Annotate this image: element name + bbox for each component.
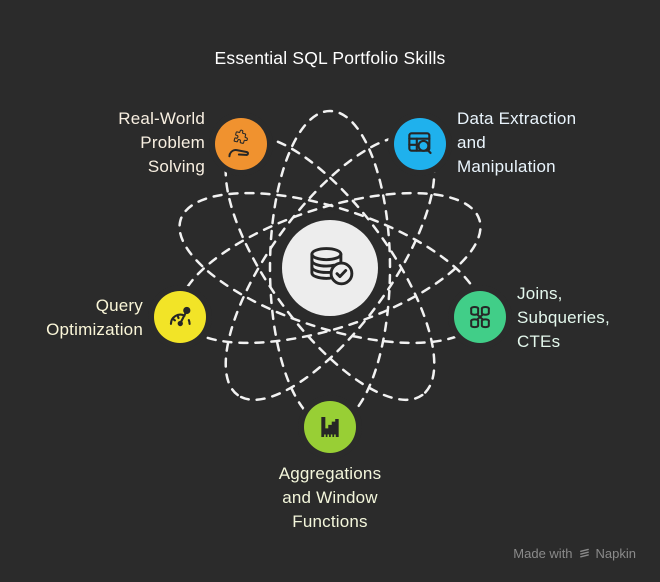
node-data-extraction: [394, 118, 446, 170]
label-line: and: [457, 133, 486, 152]
label-line: Real-World: [118, 109, 205, 128]
label-line: Subqueries,: [517, 308, 610, 327]
central-hub-circle: [282, 220, 378, 316]
label-joins: Joins, Subqueries, CTEs: [517, 282, 647, 354]
label-line: Data Extraction: [457, 109, 577, 128]
label-line: CTEs: [517, 332, 561, 351]
database-join-icon: [470, 306, 490, 329]
label-line: Problem: [140, 133, 205, 152]
label-line: and Window: [282, 488, 378, 507]
window-chart-icon: [321, 417, 339, 437]
database-check-icon: [310, 247, 354, 286]
label-line: Functions: [292, 512, 368, 531]
watermark-brand: Napkin: [595, 546, 636, 561]
hand-puzzle-icon: [228, 129, 249, 158]
label-query-optimization: Query Optimization: [13, 294, 143, 342]
node-joins: [454, 291, 506, 343]
gauge-icon: [169, 306, 191, 327]
napkin-watermark-link[interactable]: Made with Napkin: [513, 546, 636, 561]
label-data-extraction: Data Extraction and Manipulation: [457, 107, 637, 179]
label-line: Joins,: [517, 284, 563, 303]
label-line: Query: [95, 296, 143, 315]
napkin-logo-icon: [579, 548, 589, 558]
label-aggregations: Aggregations and Window Functions: [0, 462, 660, 534]
label-line: Manipulation: [457, 157, 556, 176]
node-aggregations: [304, 401, 356, 453]
label-line: Aggregations: [278, 464, 382, 483]
label-line: Solving: [147, 157, 205, 176]
watermark-prefix: Made with: [513, 546, 573, 561]
node-query-optimization: [154, 291, 206, 343]
table-search-icon: [408, 132, 432, 154]
page-title: Essential SQL Portfolio Skills: [214, 48, 446, 68]
label-line: Optimization: [46, 320, 143, 339]
node-problem-solving: [215, 118, 267, 170]
label-problem-solving: Real-World Problem Solving: [35, 107, 205, 179]
